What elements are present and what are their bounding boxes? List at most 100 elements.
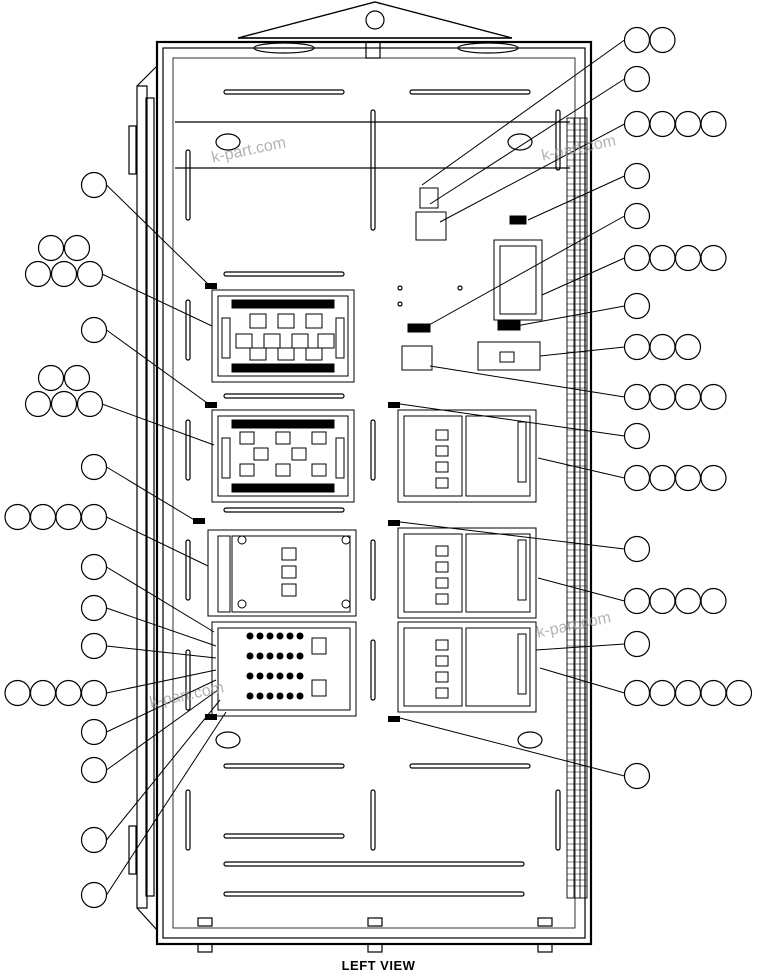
callout-balloon xyxy=(674,587,702,615)
view-label: LEFT VIEW xyxy=(341,958,416,973)
callout-balloon xyxy=(63,364,91,392)
control-board-right-3 xyxy=(397,621,537,713)
callout-balloon xyxy=(700,383,727,411)
callout-balloon xyxy=(4,679,31,707)
callout-balloons xyxy=(4,26,753,909)
callout-balloon xyxy=(623,26,651,54)
leader-line xyxy=(429,78,625,205)
io-terminal xyxy=(296,692,304,700)
callout-balloon xyxy=(700,244,727,272)
leader-line xyxy=(539,346,625,357)
callout-balloon xyxy=(623,422,651,450)
leader-line xyxy=(101,403,215,446)
callout-balloon xyxy=(623,679,651,707)
callout-balloon xyxy=(700,464,727,492)
control-board-left xyxy=(207,529,357,617)
callout-balloon xyxy=(29,503,57,531)
callout-balloon xyxy=(50,260,78,288)
relay-board-lower xyxy=(211,409,355,503)
leader-lines xyxy=(101,39,625,896)
callout-balloon xyxy=(649,244,676,272)
callout-balloon xyxy=(623,630,651,658)
callout-balloon xyxy=(80,679,108,707)
callout-balloon xyxy=(623,464,651,492)
callout-balloon xyxy=(37,234,65,262)
callout-balloon xyxy=(55,503,82,531)
io-terminal xyxy=(256,692,264,700)
leader-line xyxy=(106,516,209,567)
leader-line xyxy=(106,711,227,896)
callout-balloon xyxy=(80,503,108,531)
leader-line xyxy=(106,669,217,694)
leader-line xyxy=(399,403,625,437)
callout-balloon xyxy=(50,390,78,418)
io-terminal xyxy=(296,632,304,640)
io-terminal xyxy=(246,692,254,700)
callout-balloon xyxy=(623,110,651,138)
io-terminal xyxy=(276,692,284,700)
clip-markers xyxy=(193,283,400,722)
leader-line xyxy=(106,329,211,406)
io-terminal xyxy=(276,632,284,640)
callout-balloon xyxy=(674,679,702,707)
io-terminal xyxy=(296,652,304,660)
io-board-left xyxy=(211,621,357,717)
leader-line xyxy=(106,566,215,633)
io-terminal xyxy=(266,692,274,700)
io-terminal xyxy=(256,652,264,660)
io-terminal xyxy=(276,652,284,660)
callout-balloon xyxy=(649,333,676,361)
callout-balloon xyxy=(700,679,727,707)
control-board-right-2 xyxy=(397,527,537,619)
callout-balloon xyxy=(37,364,65,392)
leader-line xyxy=(429,365,625,398)
callout-balloon xyxy=(649,26,676,54)
callout-balloon xyxy=(623,292,651,320)
callout-balloon xyxy=(76,260,104,288)
leader-line xyxy=(399,521,625,550)
callout-balloon xyxy=(725,679,753,707)
callout-balloon xyxy=(623,587,651,615)
leader-line xyxy=(535,643,625,651)
callout-balloon xyxy=(649,679,676,707)
leader-line xyxy=(106,699,221,841)
callout-balloon xyxy=(80,453,108,481)
callout-balloon xyxy=(623,762,651,790)
callout-balloon xyxy=(55,679,82,707)
callout-balloon xyxy=(29,679,57,707)
callout-balloon xyxy=(623,383,651,411)
io-terminal xyxy=(256,632,264,640)
leader-line xyxy=(106,645,217,659)
callout-balloon xyxy=(80,171,108,199)
cabinet-enclosure xyxy=(128,1,593,953)
callout-balloon xyxy=(80,881,108,909)
callout-balloon xyxy=(674,333,702,361)
callout-balloon xyxy=(80,632,108,660)
io-terminal xyxy=(266,672,274,680)
leader-line xyxy=(515,305,625,327)
leader-line xyxy=(421,39,625,186)
io-terminal xyxy=(286,672,294,680)
io-terminal xyxy=(286,692,294,700)
relay-board-upper xyxy=(211,289,355,383)
io-terminal xyxy=(276,672,284,680)
callout-balloon xyxy=(623,535,651,563)
leader-line xyxy=(106,679,217,733)
leader-line xyxy=(527,175,625,221)
callout-balloon xyxy=(24,390,52,418)
io-terminal xyxy=(286,652,294,660)
power-supply-box xyxy=(401,187,543,371)
callout-balloon xyxy=(80,316,108,344)
callout-balloon xyxy=(623,162,651,190)
callout-balloon xyxy=(700,110,727,138)
io-terminal xyxy=(286,632,294,640)
io-terminal xyxy=(266,632,274,640)
callout-balloon xyxy=(24,260,52,288)
callout-balloon xyxy=(649,110,676,138)
io-terminal xyxy=(266,652,274,660)
callout-balloon xyxy=(700,587,727,615)
leader-line xyxy=(101,273,213,327)
leader-line xyxy=(106,607,217,647)
terminal-strip-right xyxy=(566,117,588,899)
